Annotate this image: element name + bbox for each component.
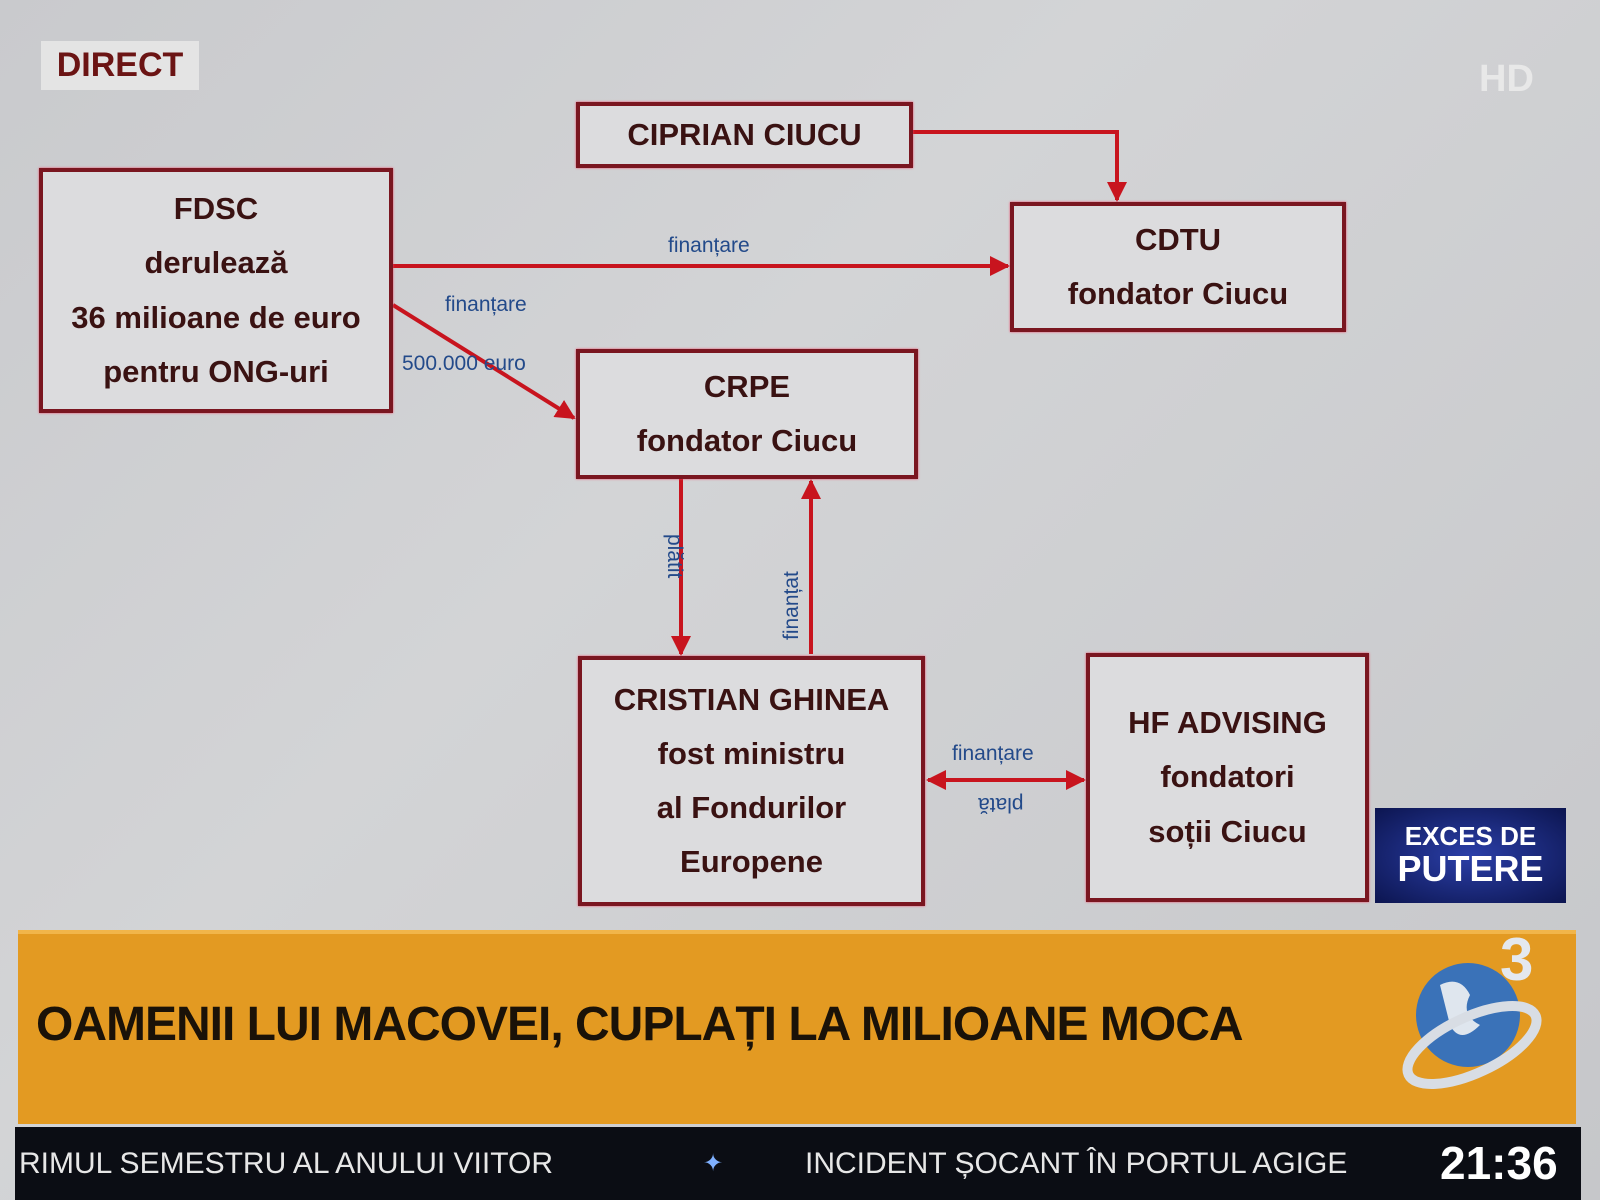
clock: 21:36 (1440, 1137, 1558, 1189)
node-title: FDSC (173, 191, 259, 226)
node-title: CDTU (1134, 221, 1222, 257)
live-badge: DIRECT (41, 41, 199, 90)
edge-fdsc-crpe (391, 303, 576, 420)
edge-label-ghinea-crpe: finanțat (780, 571, 803, 640)
node-title: CRPE (703, 368, 791, 404)
headline-text: OAMENII LUI MACOVEI, CUPLAȚI LA MILIOANE… (36, 998, 1244, 1051)
node-line: fondator Ciucu (1067, 276, 1289, 311)
ticker-item: RIMUL SEMESTRU AL ANULUI VIITOR (19, 1147, 554, 1180)
node-fdsc: FDSC derulează 36 milioane de euro pentr… (39, 168, 393, 413)
node-title: CIPRIAN CIUCU (627, 116, 862, 152)
edge-label-crpe-ghinea: plătit (663, 534, 686, 579)
headline-banner (18, 930, 1576, 1124)
hd-badge: HD (1479, 58, 1534, 100)
node-line: fost ministru (657, 735, 846, 771)
show-badge: EXCES DE PUTERE (1375, 808, 1566, 903)
node-ciprian-ciucu: CIPRIAN CIUCU (576, 102, 913, 168)
node-crpe: CRPE fondator Ciucu (576, 349, 918, 479)
channel-number: 3 (1500, 926, 1533, 993)
ticker-separator-icon: ✦ (703, 1150, 724, 1177)
node-cdtu: CDTU fondator Ciucu (1010, 202, 1346, 332)
node-line: al Fondurilor (656, 790, 847, 825)
node-title: HF ADVISING (1128, 705, 1327, 741)
edge-label-fdsc-crpe-amount: 500.000 euro (402, 352, 526, 375)
node-hf-advising: HF ADVISING fondatori soții Ciucu (1086, 653, 1369, 902)
node-line: pentru ONG-uri (103, 353, 329, 389)
node-line: fondator Ciucu (636, 423, 858, 458)
news-ticker: RIMUL SEMESTRU AL ANULUI VIITOR ✦ INCIDE… (15, 1127, 1581, 1200)
show-badge-line1: EXCES DE (1404, 820, 1537, 851)
edge-label-fdsc-crpe: finanțare (445, 293, 527, 316)
edge-ciprian-cdtu (913, 130, 1127, 202)
node-line: 36 milioane de euro (71, 299, 361, 335)
node-line: fondatori (1160, 759, 1295, 795)
show-badge-line2: PUTERE (1397, 848, 1544, 890)
edge-label-ghinea-hf: finanțare (952, 742, 1034, 765)
node-cristian-ghinea: CRISTIAN GHINEA fost ministru al Fonduri… (578, 656, 925, 906)
edge-label-hf-ghinea: plată (978, 793, 1024, 816)
node-line: derulează (144, 245, 288, 281)
ticker-item: INCIDENT ȘOCANT ÎN PORTUL AGIGE (805, 1147, 1348, 1180)
channel-globe-logo-icon: 3 (1402, 926, 1542, 1089)
node-title: CRISTIAN GHINEA (613, 681, 890, 717)
edge-label-fdsc-cdtu: finanțare (668, 234, 750, 257)
node-line: Europene (680, 844, 823, 880)
node-line: soții Ciucu (1148, 813, 1307, 849)
